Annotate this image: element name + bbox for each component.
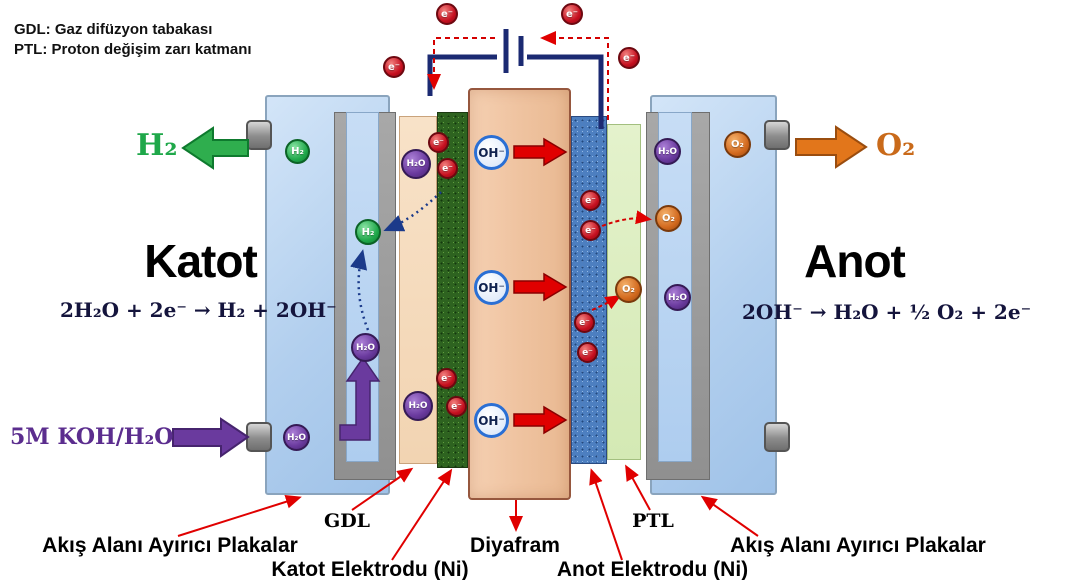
pointer-cathode-electrode <box>391 468 453 561</box>
electron-particle: e⁻ <box>577 342 598 363</box>
left-bottom-fitting <box>246 422 272 452</box>
o2-gas-label: O₂ <box>876 128 916 163</box>
o2-outlet-arrow <box>795 125 868 169</box>
separator-right-label: Akış Alanı Ayırıcı Plakalar <box>730 534 986 557</box>
legend-line-gdl: GDL: Gaz difüzyon tabakası <box>14 21 213 38</box>
hydroxide-particle: OH⁻ <box>474 403 509 438</box>
anode-electrode-layer <box>571 116 607 464</box>
o2-release-dashed-arrow <box>601 210 652 227</box>
h2o-particle: H₂O <box>654 138 681 165</box>
left-flow-channel <box>346 112 379 462</box>
h2o-particle: H₂O <box>283 424 310 451</box>
anode-equation: 2OH⁻ → H₂O + ½ O₂ + 2e⁻ <box>742 300 1032 324</box>
electron-particle: e⁻ <box>383 56 405 78</box>
electron-particle: e⁻ <box>618 47 640 69</box>
cathode-equation: 2H₂O + 2e⁻ → H₂ + 2OH⁻ <box>60 298 337 322</box>
electron-particle: e⁻ <box>580 220 601 241</box>
separator-left-label: Akış Alanı Ayırıcı Plakalar <box>42 534 298 557</box>
h2-particle: H₂ <box>355 219 381 245</box>
o2-formation-dashed-arrow <box>591 294 622 311</box>
koh-feed-arrow <box>172 417 250 458</box>
diaphragm-label: Diyafram <box>470 534 560 557</box>
ptl-label: PTL <box>632 510 674 532</box>
legend: GDL: Gaz difüzyon tabakası PTL: Proton d… <box>14 20 252 60</box>
right-top-fitting <box>764 120 790 150</box>
hydroxide-arrow-middle <box>513 272 568 302</box>
h2o-particle: H₂O <box>664 284 691 311</box>
electron-particle: e⁻ <box>561 3 583 25</box>
o2-particle: O₂ <box>724 131 751 158</box>
o2-particle: O₂ <box>655 205 682 232</box>
water-rise-dotted-arrow <box>350 249 370 331</box>
h2o-particle: H₂O <box>403 391 433 421</box>
h2-outlet-arrow <box>181 126 249 170</box>
h2o-particle: H₂O <box>351 333 380 362</box>
h2-formation-dotted-arrow <box>383 191 442 232</box>
left-top-fitting <box>246 120 272 150</box>
cathode-electrode-label: Katot Elektrodu (Ni) <box>271 558 469 580</box>
gdl-label: GDL <box>323 510 371 532</box>
hydroxide-particle: OH⁻ <box>474 270 509 305</box>
legend-line-ptl: PTL: Proton değişim zarı katmanı <box>14 41 252 58</box>
cathode-title: Katot <box>144 235 258 287</box>
hydroxide-particle: OH⁻ <box>474 135 509 170</box>
electron-particle: e⁻ <box>436 3 458 25</box>
pointer-ptl <box>625 464 651 511</box>
pointer-separator-right <box>700 495 759 537</box>
pointer-gdl <box>351 467 414 511</box>
electron-particle: e⁻ <box>436 368 457 389</box>
h2-gas-label: H₂ <box>136 128 178 163</box>
electron-particle: e⁻ <box>428 132 449 153</box>
h2-particle: H₂ <box>285 139 310 164</box>
hydroxide-arrow-top <box>513 137 568 167</box>
hydroxide-arrow-bottom <box>513 405 568 435</box>
feed-label: 5M KOH/H₂O <box>10 424 174 450</box>
electron-particle: e⁻ <box>580 190 601 211</box>
anode-electrode-label: Anot Elektrodu (Ni) <box>556 558 749 580</box>
anode-title: Anot <box>804 235 906 287</box>
pointer-anode-electrode <box>589 468 623 561</box>
electron-particle: e⁻ <box>446 396 467 417</box>
right-bottom-fitting <box>764 422 790 452</box>
electron-flow-right-dashed <box>540 31 609 120</box>
channel-flow-up-arrow <box>339 356 381 441</box>
o2-particle: O₂ <box>615 276 642 303</box>
h2o-particle: H₂O <box>401 149 431 179</box>
circuit-wire-right <box>527 54 604 129</box>
electron-particle: e⁻ <box>574 312 595 333</box>
electron-flow-left-dashed <box>427 37 495 90</box>
pointer-separator-left <box>177 494 302 537</box>
circuit-wire-left <box>427 54 497 96</box>
electron-particle: e⁻ <box>437 158 458 179</box>
